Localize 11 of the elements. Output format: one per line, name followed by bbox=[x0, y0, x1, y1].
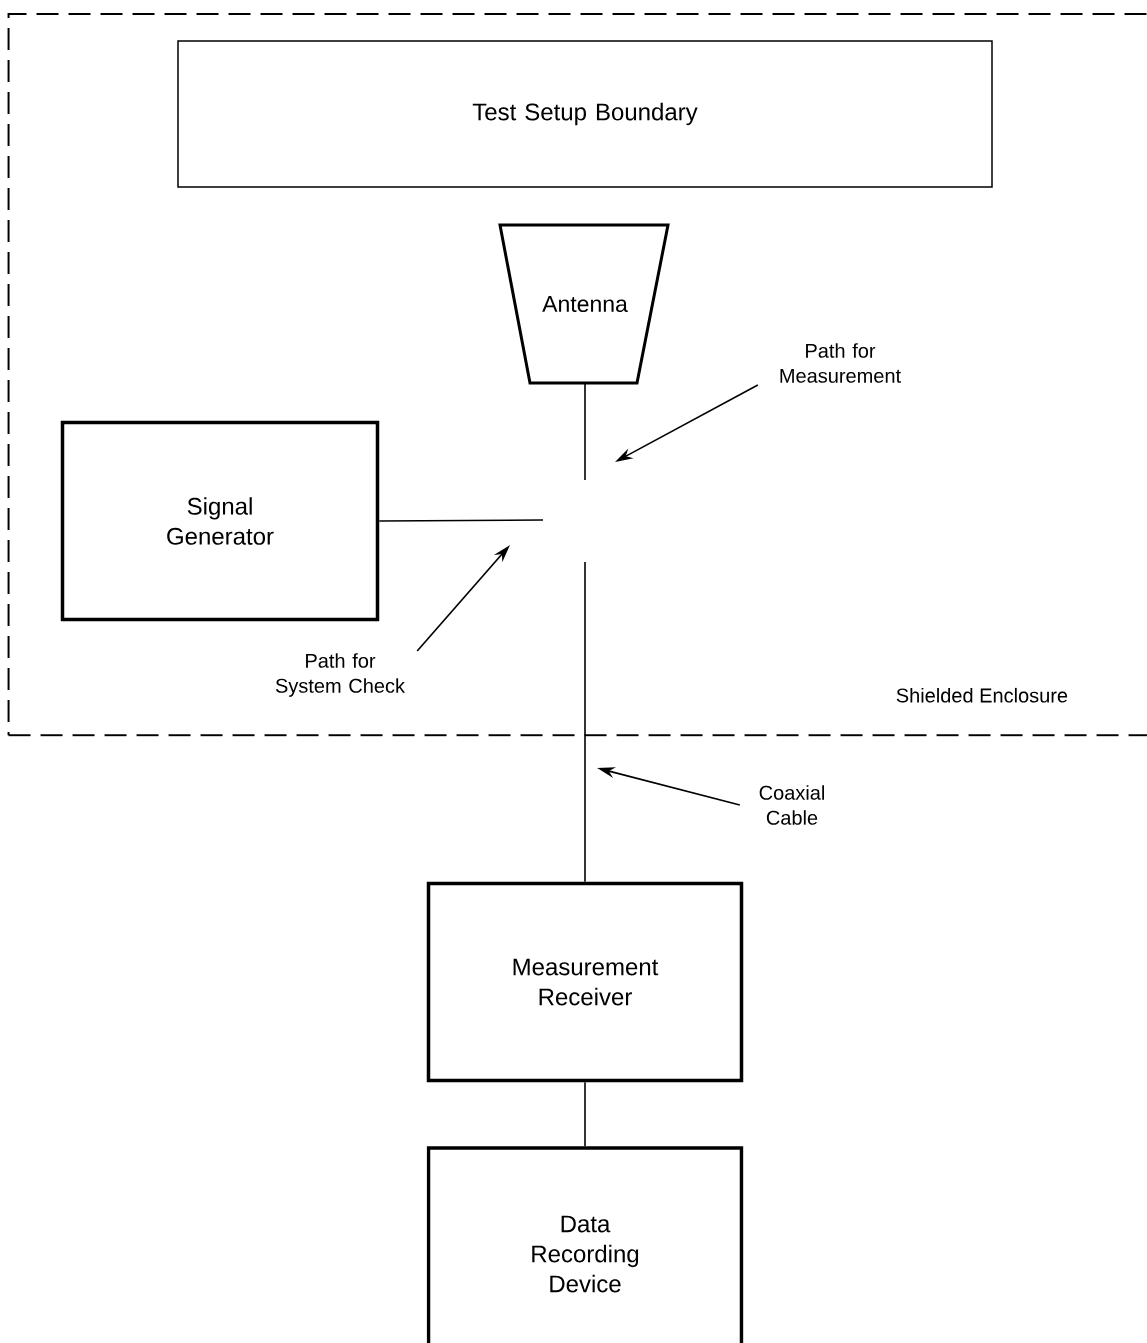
generator-box: Signal Generator bbox=[60, 420, 380, 622]
recorder-box: Data Recording Device bbox=[426, 1146, 744, 1343]
receiver-box: Measurement Receiver bbox=[426, 881, 744, 1083]
leader-text: Coaxial Cable bbox=[759, 785, 824, 825]
cable-line bbox=[584, 1081, 586, 1148]
cable-line bbox=[584, 382, 586, 481]
boundary-box: Test Setup Boundary bbox=[177, 40, 993, 188]
leader-text: Path for Measurement bbox=[780, 343, 901, 383]
cable-line bbox=[378, 519, 544, 522]
leader-text: Path for System Check bbox=[275, 653, 405, 697]
cable-line bbox=[584, 561, 586, 883]
